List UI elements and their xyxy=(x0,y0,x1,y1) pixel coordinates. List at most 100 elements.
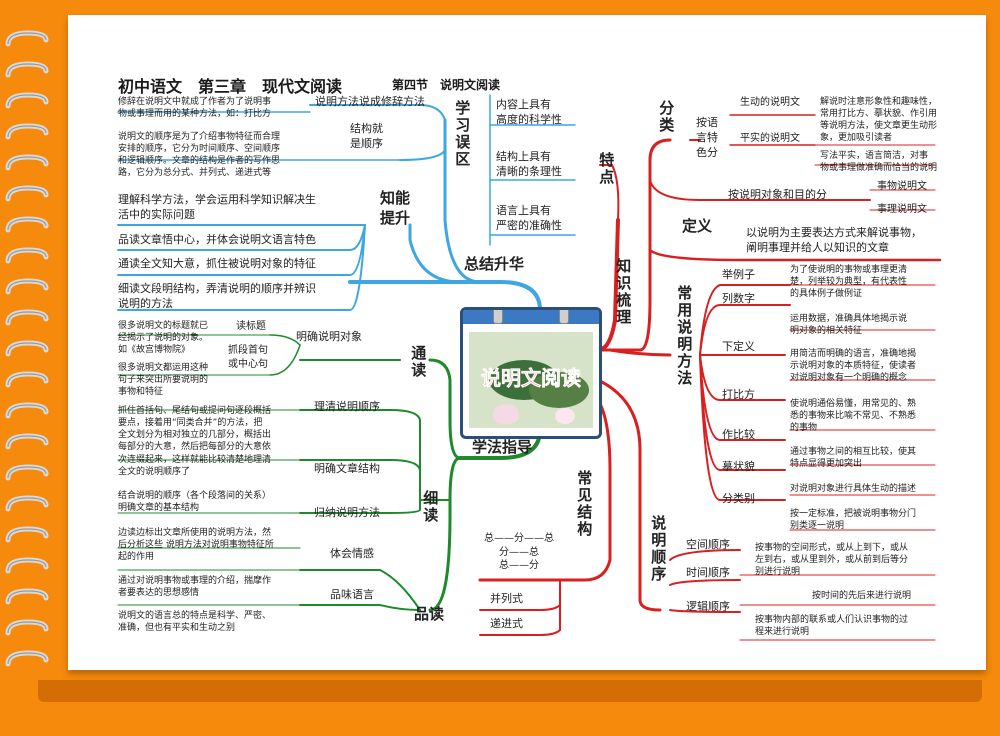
reason-label: 事理说明文 xyxy=(877,204,927,215)
center-label: 说明文阅读 xyxy=(481,366,582,391)
definition-label: 定义 xyxy=(682,217,713,235)
knowledge-main: 知识梳理 xyxy=(614,258,633,326)
thing-label: 事物说明文 xyxy=(877,181,927,192)
xi-topic-2: 明确文章结构 xyxy=(314,462,380,475)
error-2-topic: 结构就 是顺序 xyxy=(350,122,383,150)
method-name: 列数字 xyxy=(722,292,755,305)
error-1-topic: 说明方法说成修辞方法 xyxy=(315,95,425,108)
ring-icon xyxy=(5,154,49,171)
by-object-label: 按说明对象和目的分 xyxy=(728,188,827,201)
section-title: 第四节 说明文阅读 xyxy=(392,78,501,92)
structure-label: 常见结构 xyxy=(575,470,594,538)
ring-icon xyxy=(5,30,49,47)
method-name: 举例子 xyxy=(722,268,755,281)
xi-text-1: 抓住首括句、尾结句或提问句逐段概括 要点，接着用“同类合并”的方法，把 全文划分… xyxy=(118,406,272,477)
ring-icon xyxy=(5,433,49,450)
method-name: 摹状貌 xyxy=(722,460,755,473)
order-text: 按事物内部的联系或人们认识事物的过 程来进行说明 xyxy=(755,615,909,638)
method-text: 运用数据，准确具体地揭示说 明对象的相关特征 xyxy=(790,314,908,337)
tong-sub2: 抓段首句 或中心句 xyxy=(228,345,268,370)
xi-text-2: 结合说明的顺序（各个段落间的关系） 明确文章的基本结构 xyxy=(118,491,272,514)
methods-label: 常用说明方法 xyxy=(675,285,694,387)
method-name: 作比较 xyxy=(722,428,755,441)
feature-2: 结构上具有 清晰的条理性 xyxy=(496,150,562,178)
method-text: 用简洁而明确的语言，准确地揭 示说明对象的本质特征，使读者 对说明对象有一个明确… xyxy=(790,349,917,384)
ring-icon xyxy=(5,278,49,295)
ring-icon xyxy=(5,216,49,233)
ring-icon xyxy=(5,340,49,357)
tong-label: 通读 xyxy=(409,345,428,379)
structure-1: 总——分——总 分——总 总——分 xyxy=(484,533,554,571)
ring-icon xyxy=(5,247,49,264)
guide-main: 学法指导 xyxy=(472,438,533,456)
method-name: 分类别 xyxy=(722,492,755,505)
order-name: 时间顺序 xyxy=(686,566,730,579)
ability-3: 通读全文知大意，抓住被说明对象的特征 xyxy=(118,257,316,270)
summary-main: 总结升华 xyxy=(464,255,525,273)
xi-text-3: 边读边标出文章所使用的说明方法，然 后分析这些 说明方法对说明事物特征所 起的作… xyxy=(118,528,274,563)
lively-text: 解说时注意形象性和趣味性， 常用打比方、摹状貌、作引用 等说明方法，使文章更生动… xyxy=(820,97,938,144)
tong-sub1-text: 很多说明文的标题就已 经揭示了说明的对象。 如《故宫博物院》 xyxy=(118,321,209,356)
ring-icon xyxy=(5,588,49,605)
ability-label: 知能提升 xyxy=(380,189,411,228)
tong-sub2-text: 很多说明文都运用这种 句子来突出所要说明的 事物和特征 xyxy=(118,363,209,398)
ring-icon xyxy=(5,92,49,109)
order-label: 说明顺序 xyxy=(649,515,668,583)
xi-topic-3: 归纳说明方法 xyxy=(314,506,380,519)
ring-icon xyxy=(5,185,49,202)
lively-label: 生动的说明文 xyxy=(740,97,800,108)
ring-icon xyxy=(5,557,49,574)
learn-errors-label: 学习误区 xyxy=(453,100,472,168)
paper-shadow xyxy=(38,680,982,702)
method-name: 打比方 xyxy=(722,388,755,401)
ring-icon xyxy=(5,371,49,388)
feature-3: 语言上具有 严密的准确性 xyxy=(496,204,562,232)
ring-icon xyxy=(5,526,49,543)
ability-1: 理解科学方法，学会运用科学知识解决生 活中的实际问题 xyxy=(118,193,316,221)
ring-icon xyxy=(5,309,49,326)
calendar-pin-right xyxy=(559,310,569,324)
plain-text: 写法平实，语言简洁，对事 物或事理做准确而恰当的说明 xyxy=(820,151,938,174)
ring-icon xyxy=(5,61,49,78)
method-text: 按一定标准，把被说明事物分门 别类逐一说明 xyxy=(790,509,917,532)
lotus-picture xyxy=(469,332,593,428)
ring-icon xyxy=(5,619,49,636)
feature-1: 内容上具有 高度的科学性 xyxy=(496,98,562,126)
method-text: 通过事物之间的相互比较，使其 特点显得更加突出 xyxy=(790,447,917,470)
calendar-bar xyxy=(463,310,599,324)
calendar-pin-left xyxy=(493,310,503,324)
method-text: 使说明通俗易懂，用常见的、熟 悉的事物来比喻不常见、不熟悉 的事物 xyxy=(790,399,917,434)
plain-label: 平实的说明文 xyxy=(740,133,800,144)
xi-topic-1: 理清说明顺序 xyxy=(314,400,380,413)
tong-topic: 明确说明对象 xyxy=(296,330,362,343)
by-language-label: 按语 言特 色分 xyxy=(696,116,718,159)
center-calendar-image: 说明文阅读 xyxy=(460,307,602,439)
ring-icon xyxy=(5,495,49,512)
ability-4: 细读文段明结构，弄清说明的顺序并辨识 说明的方法 xyxy=(118,282,316,310)
method-text: 为了使说明的事物或事理更清 楚，列举较为典型，有代表性 的具体例子做例证 xyxy=(790,265,908,300)
tong-sub1: 读标题 xyxy=(236,321,266,332)
structure-2: 并列式 xyxy=(490,592,523,605)
pin-text-2: 说明文的语言总的特点是科学、严密、 准确，但也有平实和生动之别 xyxy=(118,611,272,634)
ring-icon xyxy=(5,464,49,481)
pin-label: 品读 xyxy=(414,605,445,623)
order-name: 空间顺序 xyxy=(686,538,730,551)
ring-icon xyxy=(5,650,49,667)
method-name: 下定义 xyxy=(722,340,755,353)
order-text: 按时间的先后来进行说明 xyxy=(812,591,912,601)
structure-3: 递进式 xyxy=(490,617,523,630)
method-text: 对说明对象进行具体生动的描述 xyxy=(790,484,917,494)
error-2-text: 说明文的顺序是为了介绍事物特征而合理 安排的顺序，它分为时间顺序、空间顺序 和逻… xyxy=(118,132,281,179)
ring-icon xyxy=(5,402,49,419)
ring-icon xyxy=(5,123,49,140)
features-label: 特点 xyxy=(597,152,616,186)
ability-2: 品读文章悟中心，并体会说明文语言特色 xyxy=(118,233,316,246)
pin-topic-1: 体会情感 xyxy=(330,547,374,560)
pin-topic-2: 品味语言 xyxy=(330,588,374,601)
definition-text: 以说明为主要表达方式来解说事物， 阐明事理并给人以知识的文章 xyxy=(746,226,922,254)
classify-label: 分类 xyxy=(657,100,676,134)
order-name: 逻辑顺序 xyxy=(686,600,730,613)
xi-label: 细读 xyxy=(421,490,440,524)
page-title: 初中语文 第三章 现代文阅读 xyxy=(118,77,343,96)
